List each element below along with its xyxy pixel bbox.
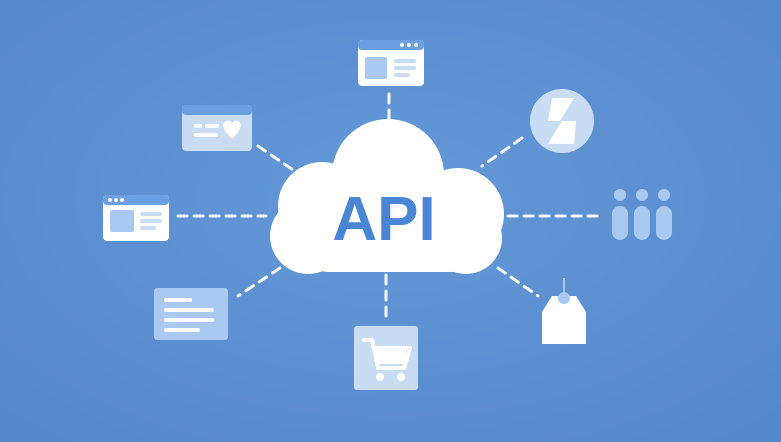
people-group-icon — [612, 189, 672, 240]
api-label: API — [332, 185, 435, 254]
connector-lower-left — [236, 266, 282, 298]
profile-card-icon — [182, 105, 252, 151]
browser-window-icon — [358, 40, 424, 86]
connector-upper-left — [256, 144, 298, 174]
shopping-cart-icon — [354, 326, 418, 390]
api-cloud — [270, 119, 504, 274]
stacked-shapes-icon — [530, 89, 594, 153]
price-tag-icon — [542, 278, 586, 344]
browser-window-icon — [103, 195, 169, 241]
connector-upper-right — [480, 136, 524, 168]
text-document-icon — [154, 288, 228, 340]
connector-lower-right — [496, 266, 540, 298]
connectors — [176, 92, 600, 318]
